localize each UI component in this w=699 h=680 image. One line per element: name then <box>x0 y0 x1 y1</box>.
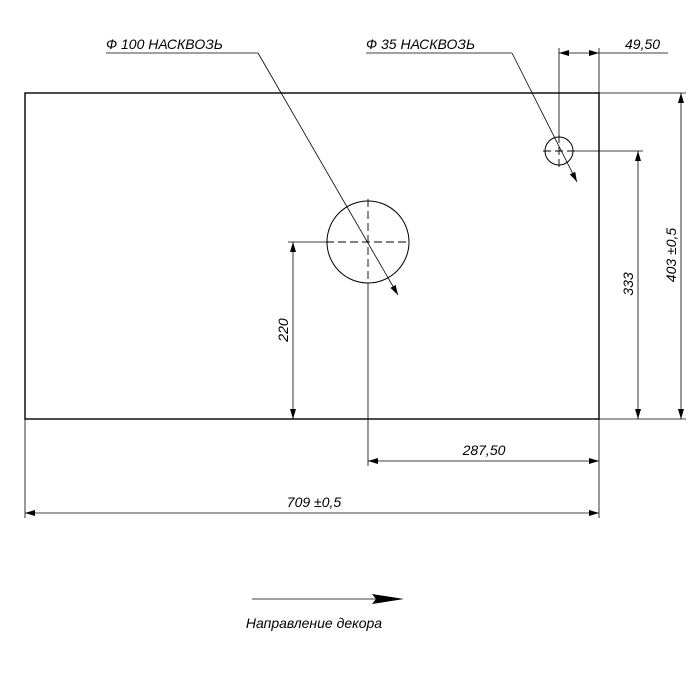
label-width: 709 ±0,5 <box>287 494 342 510</box>
leader-large-hole <box>106 52 399 296</box>
small-hole <box>543 135 575 167</box>
label-hole-small: Ф 35 НАСКВОЗЬ <box>366 36 475 52</box>
label-large-x: 287,50 <box>462 442 506 458</box>
label-small-y: 333 <box>620 272 636 296</box>
decor-direction-arrow <box>252 594 404 604</box>
label-hole-large: Ф 100 НАСКВОЗЬ <box>106 36 223 52</box>
dim-large-x <box>367 283 600 466</box>
dim-large-y <box>288 241 326 419</box>
label-height: 403 ±0,5 <box>663 228 679 283</box>
countertop-outline <box>24 92 600 420</box>
large-hole <box>326 199 410 284</box>
dim-small-y <box>575 150 643 419</box>
label-edge-offset: 49,50 <box>625 36 660 52</box>
label-decor-direction: Направление декора <box>246 615 382 631</box>
label-large-y: 220 <box>275 318 291 343</box>
dim-width <box>24 419 600 518</box>
dim-edge-offset <box>558 48 668 137</box>
leader-small-hole <box>366 52 578 183</box>
dim-height <box>599 92 686 420</box>
